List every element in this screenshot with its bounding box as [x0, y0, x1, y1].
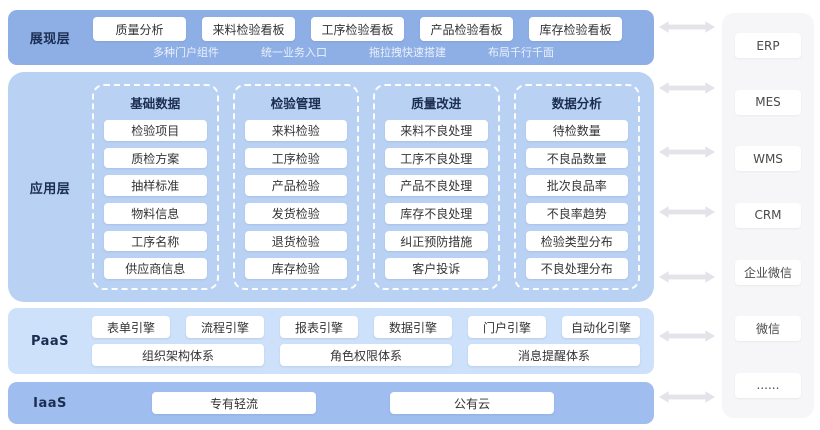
module-group-basic-data: 基础数据 检验项目 质检方案 抽样标准 物料信息 工序名称 供应商信息 — [92, 84, 219, 290]
iaas-layer-band: IaaS 专有轻流 公有云 — [8, 382, 654, 424]
application-layer-label: 应用层 — [29, 181, 71, 197]
module-group-quality-improve: 质量改进 来料不良处理 工序不良处理 产品不良处理 库存不良处理 纠正预防措施 … — [373, 84, 500, 290]
feature-label: 拖拉拽快速搭建 — [369, 46, 446, 59]
module-columns: 基础数据 检验项目 质检方案 抽样标准 物料信息 工序名称 供应商信息 检验管理… — [92, 84, 640, 290]
module-chip: 发货检验 — [244, 203, 347, 224]
paas-layer-label: PaaS — [30, 333, 70, 349]
module-group-title: 检验管理 — [270, 96, 321, 111]
module-chip: 工序检验 — [244, 147, 347, 169]
paas-engines-row: 表单引擎 流程引擎 报表引擎 数据引擎 门户引擎 自动化引擎 — [92, 316, 640, 338]
dashboard-chip: 来料检验看板 — [202, 17, 295, 41]
module-group-inspection-mgmt: 检验管理 来料检验 工序检验 产品检验 发货检验 退货检验 库存检验 — [232, 84, 359, 290]
bidirectional-arrow-icon — [658, 391, 716, 403]
presentation-layer-label: 展现层 — [29, 32, 71, 47]
engine-chip: 表单引擎 — [92, 316, 170, 338]
feature-label: 统一业务入口 — [261, 46, 327, 59]
integration-chip: ...... — [735, 372, 801, 398]
integration-chip: WMS — [735, 146, 801, 172]
module-chip: 不良处理分布 — [525, 258, 628, 280]
module-chip: 工序名称 — [104, 230, 207, 252]
module-chip: 退货检验 — [244, 230, 347, 252]
paas-systems-row: 组织架构体系 角色权限体系 消息提醒体系 — [92, 344, 640, 366]
module-chip: 纠正预防措施 — [385, 230, 488, 252]
system-chip: 角色权限体系 — [280, 344, 452, 366]
engine-chip: 报表引擎 — [280, 316, 358, 338]
feature-label: 多种门户组件 — [153, 46, 219, 59]
module-chip: 物料信息 — [104, 203, 207, 224]
engine-chip: 自动化引擎 — [562, 316, 640, 338]
cloud-chip: 公有云 — [390, 392, 554, 414]
presentation-layer-band: 展现层 质量分析 来料检验看板 工序检验看板 产品检验看板 库存检验看板 多种门… — [8, 10, 654, 65]
integrations-panel: ERP MES WMS CRM 企业微信 微信 ...... — [722, 13, 814, 418]
feature-label: 布局千行千面 — [488, 46, 554, 59]
module-chip: 待检数量 — [525, 120, 628, 141]
module-group-title: 质量改进 — [411, 96, 462, 111]
bidirectional-arrow-icon — [658, 21, 716, 33]
module-chip: 客户投诉 — [385, 258, 488, 280]
module-chip: 产品检验 — [244, 175, 347, 197]
module-chip: 检验项目 — [104, 120, 207, 141]
module-chip: 库存检验 — [244, 258, 347, 280]
module-group-title: 数据分析 — [551, 96, 602, 111]
integration-chip: CRM — [735, 202, 801, 228]
module-group-data-analysis: 数据分析 待检数量 不良品数量 批次良品率 不良率趋势 检验类型分布 不良处理分… — [513, 84, 640, 290]
module-chip: 检验类型分布 — [525, 230, 628, 252]
integration-chip: 企业微信 — [735, 259, 801, 285]
module-chip: 抽样标准 — [104, 175, 207, 197]
integration-chip: MES — [735, 89, 801, 115]
iaas-layer-label: IaaS — [33, 395, 67, 411]
bidirectional-arrow-icon — [658, 146, 716, 158]
dashboard-chips-row: 质量分析 来料检验看板 工序检验看板 产品检验看板 库存检验看板 — [93, 17, 622, 41]
system-chip: 消息提醒体系 — [468, 344, 640, 366]
engine-chip: 流程引擎 — [186, 316, 264, 338]
engine-chip: 门户引擎 — [468, 316, 546, 338]
dashboard-chip: 库存检验看板 — [529, 17, 622, 41]
integration-chip: 微信 — [735, 316, 801, 342]
cloud-chip: 专有轻流 — [152, 392, 316, 414]
paas-layer-band: PaaS 表单引擎 流程引擎 报表引擎 数据引擎 门户引擎 自动化引擎 组织架构… — [8, 308, 654, 374]
dashboard-chip: 产品检验看板 — [420, 17, 513, 41]
module-chip: 产品不良处理 — [385, 175, 488, 197]
module-chip: 库存不良处理 — [385, 203, 488, 224]
application-layer-band: 应用层 基础数据 检验项目 质检方案 抽样标准 物料信息 工序名称 供应商信息 … — [8, 72, 654, 302]
module-chip: 不良品数量 — [525, 147, 628, 169]
portal-features-row: 多种门户组件 统一业务入口 拖拉拽快速搭建 布局千行千面 — [153, 44, 554, 60]
module-chip: 供应商信息 — [104, 258, 207, 280]
dashboard-chip: 质量分析 — [93, 17, 186, 41]
integration-chip: ERP — [735, 33, 801, 58]
module-chip: 批次良品率 — [525, 175, 628, 197]
module-chip: 质检方案 — [104, 147, 207, 169]
module-chip: 来料检验 — [244, 120, 347, 141]
module-chip: 来料不良处理 — [385, 120, 488, 141]
bidirectional-arrow-icon — [658, 271, 716, 283]
bidirectional-arrow-icon — [658, 206, 716, 218]
engine-chip: 数据引擎 — [374, 316, 452, 338]
system-chip: 组织架构体系 — [92, 344, 264, 366]
module-group-title: 基础数据 — [130, 96, 181, 111]
dashboard-chip: 工序检验看板 — [311, 17, 404, 41]
module-chip: 不良率趋势 — [525, 203, 628, 224]
bidirectional-arrow-icon — [658, 330, 716, 342]
bidirectional-arrow-icon — [658, 82, 716, 94]
module-chip: 工序不良处理 — [385, 147, 488, 169]
